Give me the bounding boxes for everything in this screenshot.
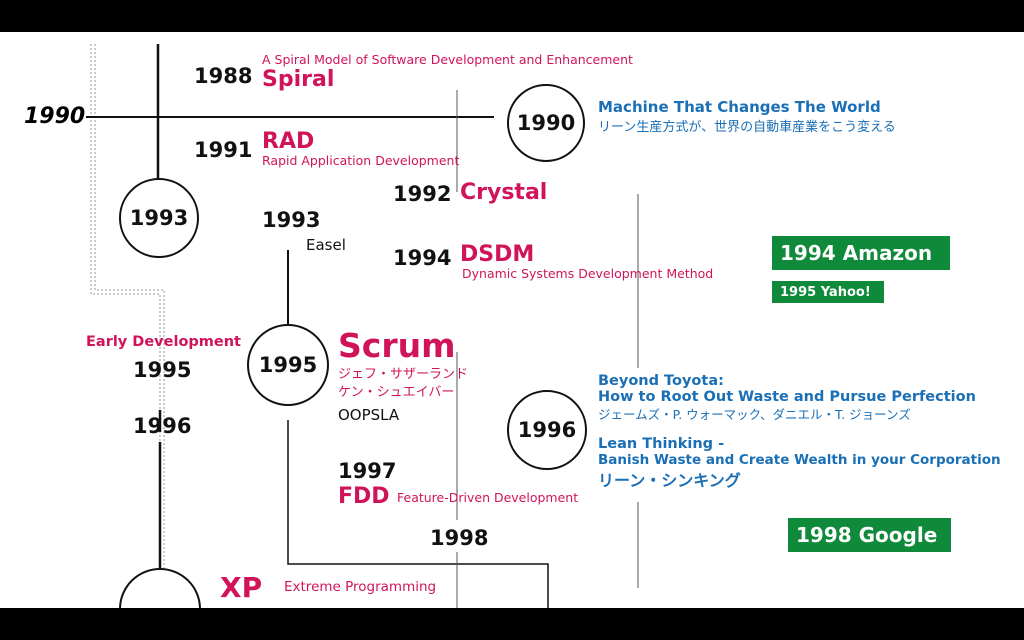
xp-title: XP (220, 571, 263, 604)
rad-subtitle: Rapid Application Development (262, 153, 460, 168)
scrum-author-2: ケン・シュエイバー (338, 385, 455, 400)
spiral-title: Spiral (262, 67, 335, 92)
axis-year-label: 1990 (24, 104, 86, 129)
oopsla-label: OOPSLA (338, 406, 400, 424)
circle-1993: 1993 (119, 178, 199, 258)
book-2-japanese: ジェームズ・P. ウォーマック、ダニエル・T. ジョーンズ (598, 407, 911, 422)
circle-1996: 1996 (507, 390, 587, 470)
circle-1995: 1995 (247, 324, 329, 406)
timeline-lines (86, 44, 639, 608)
badge-yahoo: 1995 Yahoo! (772, 281, 884, 303)
year-1992: 1992 (393, 182, 452, 206)
circle-1990: 1990 (507, 84, 585, 162)
easel-label: Easel (306, 236, 346, 254)
dsdm-title: DSDM (460, 242, 535, 267)
xp-subtitle: Extreme Programming (284, 579, 437, 595)
spiral-subtitle: A Spiral Model of Software Development a… (262, 52, 633, 67)
book-1-title: Machine That Changes The World (598, 98, 881, 116)
dotted-border-outer (90, 44, 161, 608)
dsdm-subtitle: Dynamic Systems Development Method (462, 266, 714, 281)
book-2-title-line1: Beyond Toyota: (598, 373, 724, 389)
year-1996: 1996 (133, 414, 192, 438)
scrum-connector-line (287, 420, 549, 608)
year-1988: 1988 (194, 64, 253, 88)
book-3-title-line1: Lean Thinking - (598, 436, 725, 452)
scrum-author-1: ジェフ・サザーランド (338, 367, 469, 382)
year-1993: 1993 (262, 208, 321, 232)
book-2-title-line2: How to Root Out Waste and Pursue Perfect… (598, 389, 976, 405)
year-1997: 1997 (338, 459, 397, 483)
badge-amazon: 1994 Amazon (772, 236, 950, 270)
fdd-subtitle: Feature-Driven Development (397, 490, 579, 505)
timeline-slide: 1990 A Spiral Model of Software Developm… (0, 32, 1024, 608)
scrum-title: Scrum (338, 326, 456, 365)
book-1-japanese: リーン生産方式が、世界の自動車産業をこう変える (598, 120, 896, 135)
year-1994: 1994 (393, 246, 452, 270)
badge-google: 1998 Google (788, 518, 951, 552)
early-development-label: Early Development (86, 334, 241, 350)
year-1998: 1998 (430, 526, 489, 550)
year-1991: 1991 (194, 138, 253, 162)
dotted-border-inner (94, 44, 165, 608)
year-1995: 1995 (133, 358, 192, 382)
book-3-title-line2: Banish Waste and Create Wealth in your C… (598, 452, 1001, 468)
fdd-title: FDD (338, 484, 390, 509)
rad-title: RAD (262, 129, 315, 154)
book-3-japanese: リーン・シンキング (598, 471, 741, 490)
crystal-title: Crystal (460, 180, 548, 205)
